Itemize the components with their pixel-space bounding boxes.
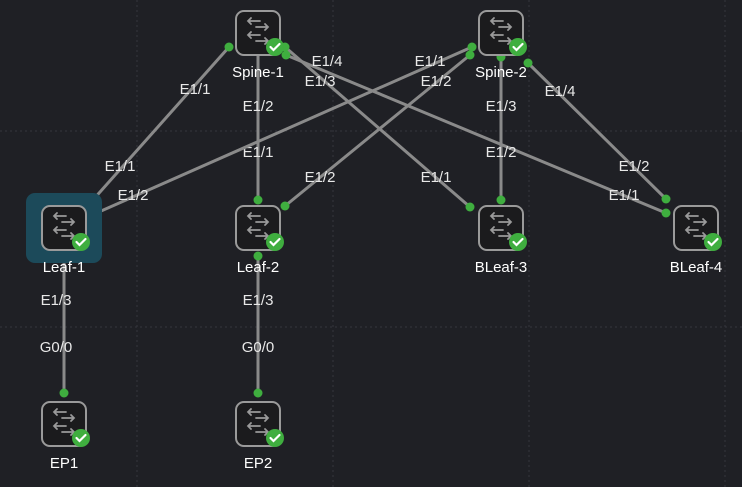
interface-label: E1/3 (243, 292, 274, 309)
interface-label: G0/0 (242, 339, 275, 356)
link-line[interactable] (91, 45, 473, 217)
link-line[interactable] (285, 53, 667, 215)
running-check-icon (704, 233, 722, 251)
link-endpoint[interactable] (465, 50, 475, 60)
node-spine1[interactable]: Spine-1 (232, 10, 284, 81)
link-spine1-bleaf3[interactable]: E1/3E1/1 (280, 42, 475, 212)
interface-label: E1/4 (312, 53, 343, 70)
node-spine2[interactable]: Spine-2 (475, 10, 527, 81)
running-check-icon (266, 429, 284, 447)
link-spine2-leaf2[interactable]: E1/2E1/2 (280, 50, 475, 211)
interface-label: E1/2 (421, 73, 452, 90)
link-leaf2-ep2[interactable]: E1/3G0/0 (242, 251, 275, 398)
node-label: Spine-1 (232, 64, 284, 81)
link-spine1-leaf2[interactable]: E1/2E1/1 (243, 42, 274, 205)
arrows-icon (52, 212, 76, 240)
node-leaf1[interactable]: Leaf-1 (26, 193, 102, 276)
running-check-icon (509, 38, 527, 56)
running-check-icon (72, 429, 90, 447)
link-endpoint[interactable] (224, 42, 234, 52)
node-bleaf4[interactable]: BLeaf-4 (670, 205, 723, 276)
node-ep1[interactable]: EP1 (41, 401, 90, 472)
arrows-icon (52, 408, 76, 436)
interface-label: E1/3 (305, 73, 336, 90)
arrows-icon (246, 408, 270, 436)
interface-label: E1/2 (243, 98, 274, 115)
running-check-icon (266, 38, 284, 56)
node-leaf2[interactable]: Leaf-2 (235, 205, 284, 276)
arrows-icon (489, 17, 513, 45)
interface-label: E1/2 (619, 158, 650, 175)
link-endpoint[interactable] (280, 201, 290, 211)
node-label: EP2 (244, 455, 272, 472)
link-endpoint[interactable] (253, 195, 263, 205)
link-endpoint[interactable] (281, 50, 291, 60)
arrows-icon (684, 212, 708, 240)
link-endpoint[interactable] (59, 388, 69, 398)
node-label: Leaf-1 (43, 259, 86, 276)
link-line[interactable] (284, 53, 471, 208)
link-endpoint[interactable] (496, 195, 506, 205)
interface-label: E1/1 (180, 81, 211, 98)
link-endpoint[interactable] (253, 388, 263, 398)
link-spine2-bleaf4[interactable]: E1/4E1/2 (523, 58, 671, 204)
interface-label: E1/1 (243, 144, 274, 161)
node-label: BLeaf-3 (475, 259, 528, 276)
link-endpoint[interactable] (253, 251, 263, 261)
node-label: BLeaf-4 (670, 259, 723, 276)
interface-label: E1/3 (486, 98, 517, 115)
node-label: Spine-2 (475, 64, 527, 81)
interface-label: E1/2 (305, 169, 336, 186)
interface-label: G0/0 (40, 339, 73, 356)
node-label: Leaf-2 (237, 259, 280, 276)
running-check-icon (509, 233, 527, 251)
interface-label: E1/4 (545, 83, 576, 100)
link-line[interactable] (284, 45, 471, 209)
link-spine1-bleaf4[interactable]: E1/4E1/1 (281, 50, 671, 218)
link-spine1-leaf1[interactable]: E1/1E1/1 (87, 42, 234, 206)
arrows-icon (246, 17, 270, 45)
running-check-icon (72, 233, 90, 251)
arrows-icon (489, 212, 513, 240)
running-check-icon (266, 233, 284, 251)
node-ep2[interactable]: EP2 (235, 401, 284, 472)
link-endpoint[interactable] (465, 202, 475, 212)
interface-label: E1/2 (486, 144, 517, 161)
interface-label: E1/2 (118, 187, 149, 204)
interface-label: E1/3 (41, 292, 72, 309)
node-label: EP1 (50, 455, 78, 472)
link-endpoint[interactable] (467, 42, 477, 52)
link-line[interactable] (526, 61, 668, 201)
interface-label: E1/1 (609, 187, 640, 204)
node-bleaf3[interactable]: BLeaf-3 (475, 205, 528, 276)
interface-label: E1/1 (421, 169, 452, 186)
interface-label: E1/1 (415, 53, 446, 70)
link-line[interactable] (90, 46, 231, 202)
link-endpoint[interactable] (523, 58, 533, 68)
arrows-icon (246, 212, 270, 240)
link-spine2-leaf1[interactable]: E1/1E1/2 (87, 42, 477, 220)
link-endpoint[interactable] (661, 194, 671, 204)
interface-label: E1/1 (105, 158, 136, 175)
link-endpoint[interactable] (661, 208, 671, 218)
